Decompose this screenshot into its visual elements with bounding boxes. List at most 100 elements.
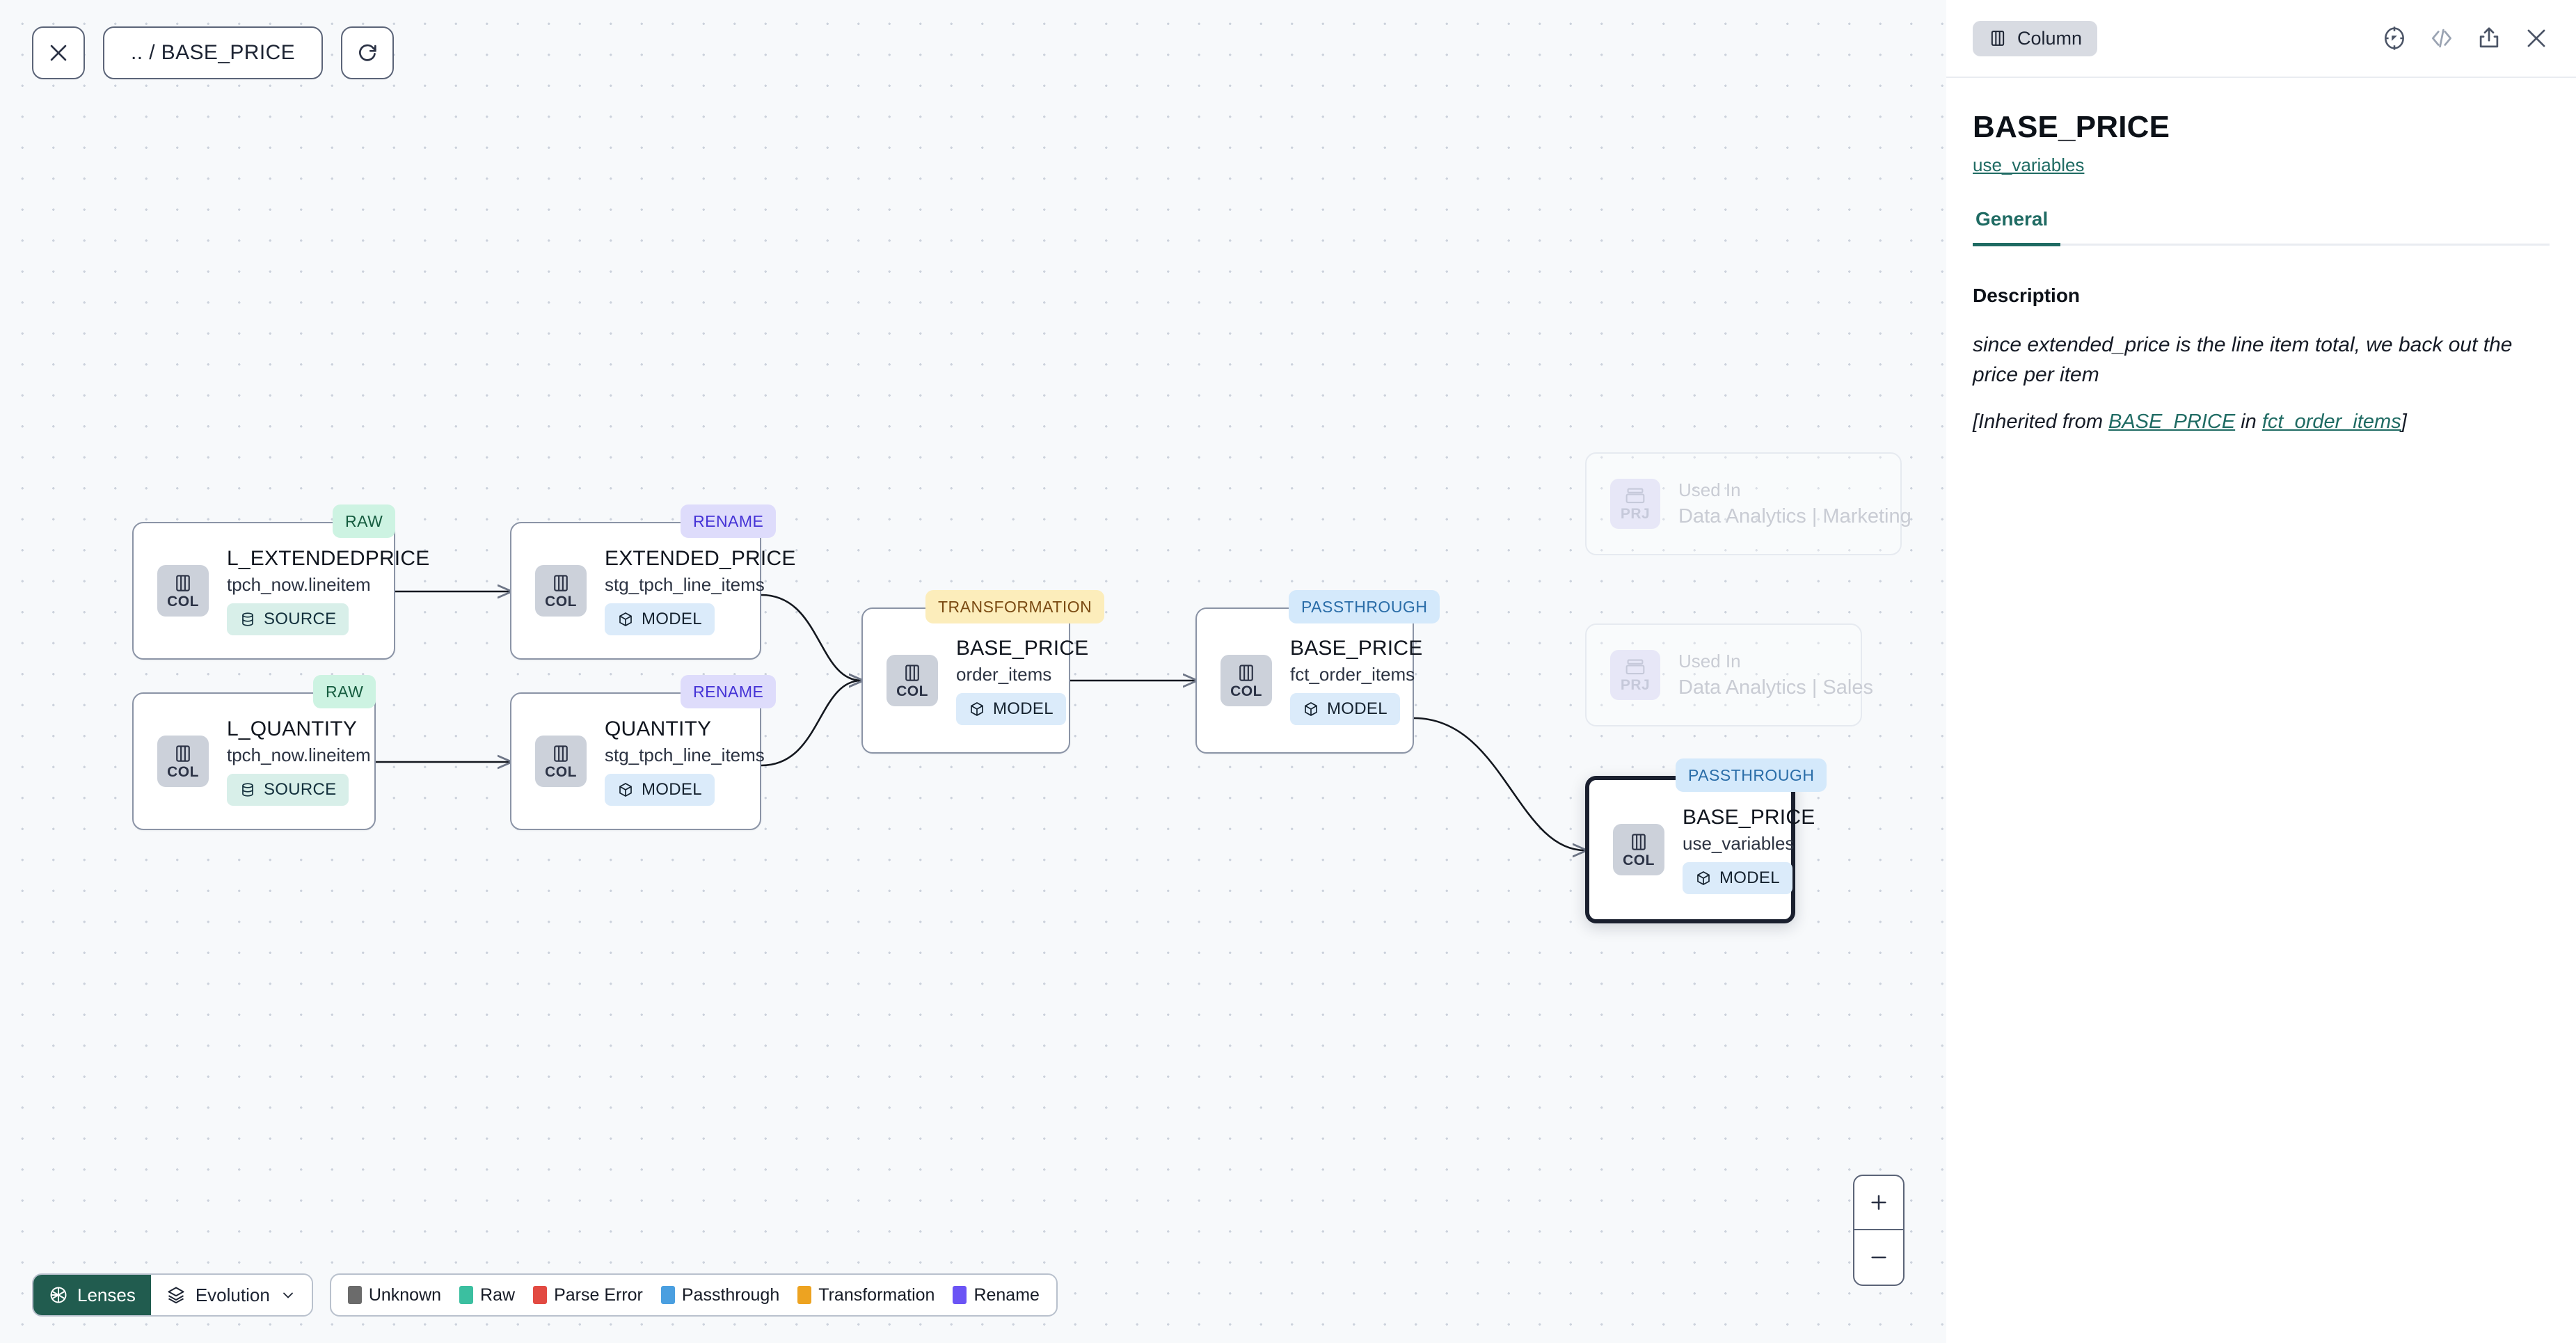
column-icon: COL — [535, 565, 587, 617]
node-chip-label: MODEL — [642, 779, 702, 799]
column-icon-label: COL — [167, 594, 199, 610]
inherited-column-link[interactable]: BASE_PRICE — [2108, 411, 2236, 434]
share-button[interactable] — [2476, 25, 2502, 51]
legend-label: Rename — [973, 1285, 1040, 1305]
node-badge-rename: RENAME — [681, 675, 777, 708]
node-kind-chip: MODEL — [605, 773, 715, 806]
description-label: Description — [1973, 285, 2081, 306]
close-panel-button[interactable] — [2523, 25, 2550, 51]
column-icon-label: COL — [896, 683, 928, 699]
legend-item-unknown: Unknown — [347, 1285, 442, 1305]
legend-item-parse-error: Parse Error — [533, 1285, 643, 1305]
legend-item-rename: Rename — [953, 1285, 1040, 1305]
legend-swatch — [797, 1286, 812, 1304]
lenses-label: Lenses — [77, 1284, 136, 1305]
lineage-node-base-price-use-variables[interactable]: COL BASE_PRICE use_variables MODEL — [1585, 776, 1815, 923]
legend-label: Unknown — [368, 1285, 442, 1305]
lineage-node-l-extendedprice[interactable]: COL L_EXTENDEDPRICE tpch_now.lineitem SO… — [132, 522, 429, 660]
column-icon: COL — [157, 736, 209, 787]
column-icon-label: COL — [1623, 852, 1655, 868]
inherited-model-link[interactable]: fct_order_items — [2261, 411, 2401, 434]
project-icon-label: PRJ — [1620, 505, 1651, 522]
node-subtitle: stg_tpch_line_items — [605, 573, 765, 595]
layers-icon — [168, 1287, 184, 1304]
close-icon — [2527, 29, 2545, 47]
column-icon-label: COL — [545, 594, 577, 610]
node-subtitle: tpch_now.lineitem — [227, 573, 371, 595]
legend-label: Passthrough — [681, 1285, 780, 1305]
node-title: BASE_PRICE — [1683, 805, 1815, 829]
node-chip-label: MODEL — [993, 699, 1054, 718]
lenses-button[interactable]: Lenses — [33, 1275, 151, 1315]
aperture-icon — [50, 1287, 67, 1303]
legend-label: Transformation — [818, 1285, 935, 1305]
panel-type-label: Column — [2017, 27, 2083, 49]
column-icon — [1991, 31, 2005, 46]
plus-icon — [1871, 1195, 1886, 1210]
node-subtitle: tpch_now.lineitem — [227, 744, 371, 765]
legend-label: Parse Error — [554, 1285, 643, 1305]
column-icon: COL — [157, 565, 209, 617]
code-button[interactable] — [2428, 25, 2455, 51]
inherited-suffix: ] — [2401, 411, 2407, 434]
panel-type-chip[interactable]: Column — [1973, 20, 2098, 56]
project-icon-label: PRJ — [1620, 676, 1651, 693]
inherited-prefix: [Inherited from — [1973, 411, 2109, 434]
canvas-bottom-toolbar: Lenses Evolution Unknown Raw Parse Error… — [32, 1273, 1058, 1317]
lineage-node-base-price-fct-order-items[interactable]: COL BASE_PRICE fct_order_items MODEL — [1195, 607, 1422, 754]
cube-icon — [971, 701, 983, 716]
node-title: L_QUANTITY — [227, 717, 358, 740]
used-in-label: Used In — [1678, 651, 1741, 672]
code-icon — [2431, 29, 2452, 48]
lineage-node-l-quantity[interactable]: COL L_QUANTITY tpch_now.lineitem SOURCE — [132, 692, 376, 830]
column-icon-label: COL — [1230, 683, 1262, 699]
column-icon: COL — [1613, 824, 1664, 875]
tab-general[interactable]: General — [1973, 208, 2061, 246]
used-in-card[interactable]: PRJ Used In Data Analytics | Sales — [1585, 623, 1873, 726]
database-icon — [242, 612, 253, 626]
panel-title: BASE_PRICE — [1973, 110, 2170, 144]
lineage-canvas[interactable]: .. / BASE_PRICE — [0, 0, 1946, 1343]
node-badge-transformation: TRANSFORMATION — [925, 590, 1105, 623]
compass-button[interactable] — [2381, 25, 2408, 51]
panel-header: Column — [1946, 0, 2576, 78]
node-badge-passthrough: PASSTHROUGH — [1676, 758, 1827, 792]
zoom-out-button[interactable] — [1854, 1230, 1903, 1285]
column-icon-label: COL — [167, 764, 199, 780]
node-title: QUANTITY — [605, 717, 712, 740]
description-section: Description since extended_price is the … — [1946, 246, 2576, 434]
legend-item-raw: Raw — [459, 1285, 515, 1305]
evolution-dropdown[interactable]: Evolution — [150, 1275, 312, 1315]
node-title: BASE_PRICE — [1290, 636, 1423, 660]
node-chip-label: SOURCE — [264, 779, 337, 799]
panel-model-link[interactable]: use_variables — [1973, 154, 2085, 175]
node-title: L_EXTENDEDPRICE — [227, 546, 430, 570]
node-subtitle: fct_order_items — [1290, 663, 1415, 685]
close-icon — [50, 45, 67, 61]
lineage-node-extended-price[interactable]: COL EXTENDED_PRICE stg_tpch_line_items M… — [510, 522, 795, 660]
node-badge-raw: RAW — [333, 504, 396, 538]
close-graph-button[interactable] — [32, 26, 85, 79]
canvas-toolbar: .. / BASE_PRICE — [32, 26, 395, 79]
refresh-button[interactable] — [341, 26, 395, 79]
zoom-in-button[interactable] — [1854, 1176, 1903, 1230]
panel-tabs: General — [1973, 208, 2550, 246]
node-chip-label: SOURCE — [264, 609, 337, 628]
project-icon: PRJ — [1610, 479, 1660, 529]
inherited-mid: in — [2235, 411, 2262, 434]
legend-swatch — [660, 1286, 675, 1304]
legend-swatch — [953, 1286, 967, 1304]
used-in-card[interactable]: PRJ Used In Data Analytics | Marketing — [1585, 452, 1911, 555]
breadcrumb-button[interactable]: .. / BASE_PRICE — [103, 26, 324, 79]
project-icon: PRJ — [1610, 650, 1660, 700]
chevron-down-icon — [283, 1292, 293, 1298]
legend-swatch — [347, 1286, 362, 1304]
used-in-value: Data Analytics | Sales — [1678, 676, 1873, 699]
lineage-node-quantity[interactable]: COL QUANTITY stg_tpch_line_items MODEL — [510, 692, 765, 830]
node-title: BASE_PRICE — [956, 636, 1089, 660]
node-kind-chip: SOURCE — [227, 603, 349, 635]
node-badge-raw: RAW — [313, 675, 376, 708]
lineage-node-base-price-order-items[interactable]: COL BASE_PRICE order_items MODEL — [861, 607, 1088, 754]
node-kind-chip: SOURCE — [227, 773, 349, 806]
share-icon — [2479, 27, 2499, 48]
